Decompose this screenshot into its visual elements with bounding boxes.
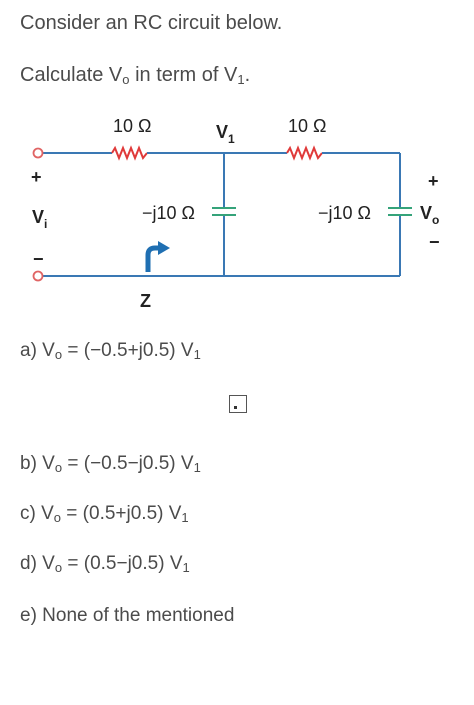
vo-plus: + xyxy=(428,171,439,191)
terminal-top xyxy=(32,147,44,159)
expand-icon[interactable] xyxy=(229,395,247,413)
resistor-2 xyxy=(286,145,323,161)
vo-minus: − xyxy=(429,232,440,252)
answer-a-mid: = (−0.5+j0.5) V xyxy=(62,340,194,361)
vi-plus: + xyxy=(31,167,42,187)
answer-a-prefix: a) V xyxy=(20,340,55,361)
z-label: Z xyxy=(140,291,151,311)
r1-label: 10 Ω xyxy=(113,116,151,136)
capacitor-1 xyxy=(212,207,236,216)
answer-option-b[interactable]: b) Vo = (−0.5−j0.5) V1 xyxy=(20,451,201,481)
answer-option-a[interactable]: a) Vo = (−0.5+j0.5) V1 xyxy=(20,338,201,368)
answer-c-sub: o xyxy=(53,510,62,525)
question-intro: Consider an RC circuit below. xyxy=(20,10,282,36)
answer-c-sub2: 1 xyxy=(181,510,189,525)
vi-minus: − xyxy=(33,249,44,269)
prompt-sub-1: 1 xyxy=(237,72,245,87)
answer-a-sub: o xyxy=(54,347,63,362)
v1-sub: 1 xyxy=(228,132,235,146)
prompt-prefix: Calculate V xyxy=(20,64,123,86)
r2-label: 10 Ω xyxy=(288,116,326,136)
question-intro-text: Consider an RC circuit below. xyxy=(20,12,283,34)
prompt-sub-o: o xyxy=(122,72,130,87)
vo-sub: o xyxy=(432,213,439,227)
vi-sub: i xyxy=(44,217,47,231)
answer-b-prefix: b) V xyxy=(20,453,55,474)
prompt-suffix: . xyxy=(244,64,251,86)
prompt-mid: in term of V xyxy=(129,64,238,86)
circuit-wires xyxy=(43,145,401,277)
vi-label: Vi xyxy=(32,207,47,231)
rc-circuit-diagram: 10 Ω 10 Ω −j10 Ω −j10 Ω V1 + Vi − + Vo −… xyxy=(31,116,440,311)
vo-label: Vo xyxy=(420,203,439,227)
answer-option-e[interactable]: e) None of the mentioned xyxy=(20,603,234,629)
answer-b-sub2: 1 xyxy=(193,460,201,475)
terminal-bottom xyxy=(32,270,44,282)
c1-label: −j10 Ω xyxy=(142,203,195,223)
v1-label: V1 xyxy=(216,122,235,146)
answer-e-text: e) None of the mentioned xyxy=(20,605,235,626)
vo-main: V xyxy=(420,203,432,223)
capacitor-2 xyxy=(388,207,412,216)
answer-b-mid: = (−0.5−j0.5) V xyxy=(62,453,194,474)
answer-d-prefix: d) V xyxy=(20,553,55,574)
question-prompt: Calculate Vo in term of V1. xyxy=(20,62,250,93)
answer-option-d[interactable]: d) Vo = (0.5−j0.5) V1 xyxy=(20,551,190,581)
answer-a-sub2: 1 xyxy=(193,347,201,362)
resistor-1 xyxy=(111,145,148,161)
c2-label: −j10 Ω xyxy=(318,203,371,223)
answer-c-prefix: c) V xyxy=(20,503,54,524)
answer-d-mid: = (0.5−j0.5) V xyxy=(62,553,183,574)
answer-option-c[interactable]: c) Vo = (0.5+j0.5) V1 xyxy=(20,501,189,531)
expand-dot-icon xyxy=(234,406,237,409)
v1-main: V xyxy=(216,122,228,142)
answer-c-mid: = (0.5+j0.5) V xyxy=(61,503,182,524)
z-arrow-icon xyxy=(145,245,160,272)
answer-b-sub: o xyxy=(54,460,63,475)
answer-d-sub: o xyxy=(54,560,63,575)
z-arrowhead-icon xyxy=(158,241,170,255)
vi-main: V xyxy=(32,207,44,227)
answer-d-sub2: 1 xyxy=(182,560,190,575)
